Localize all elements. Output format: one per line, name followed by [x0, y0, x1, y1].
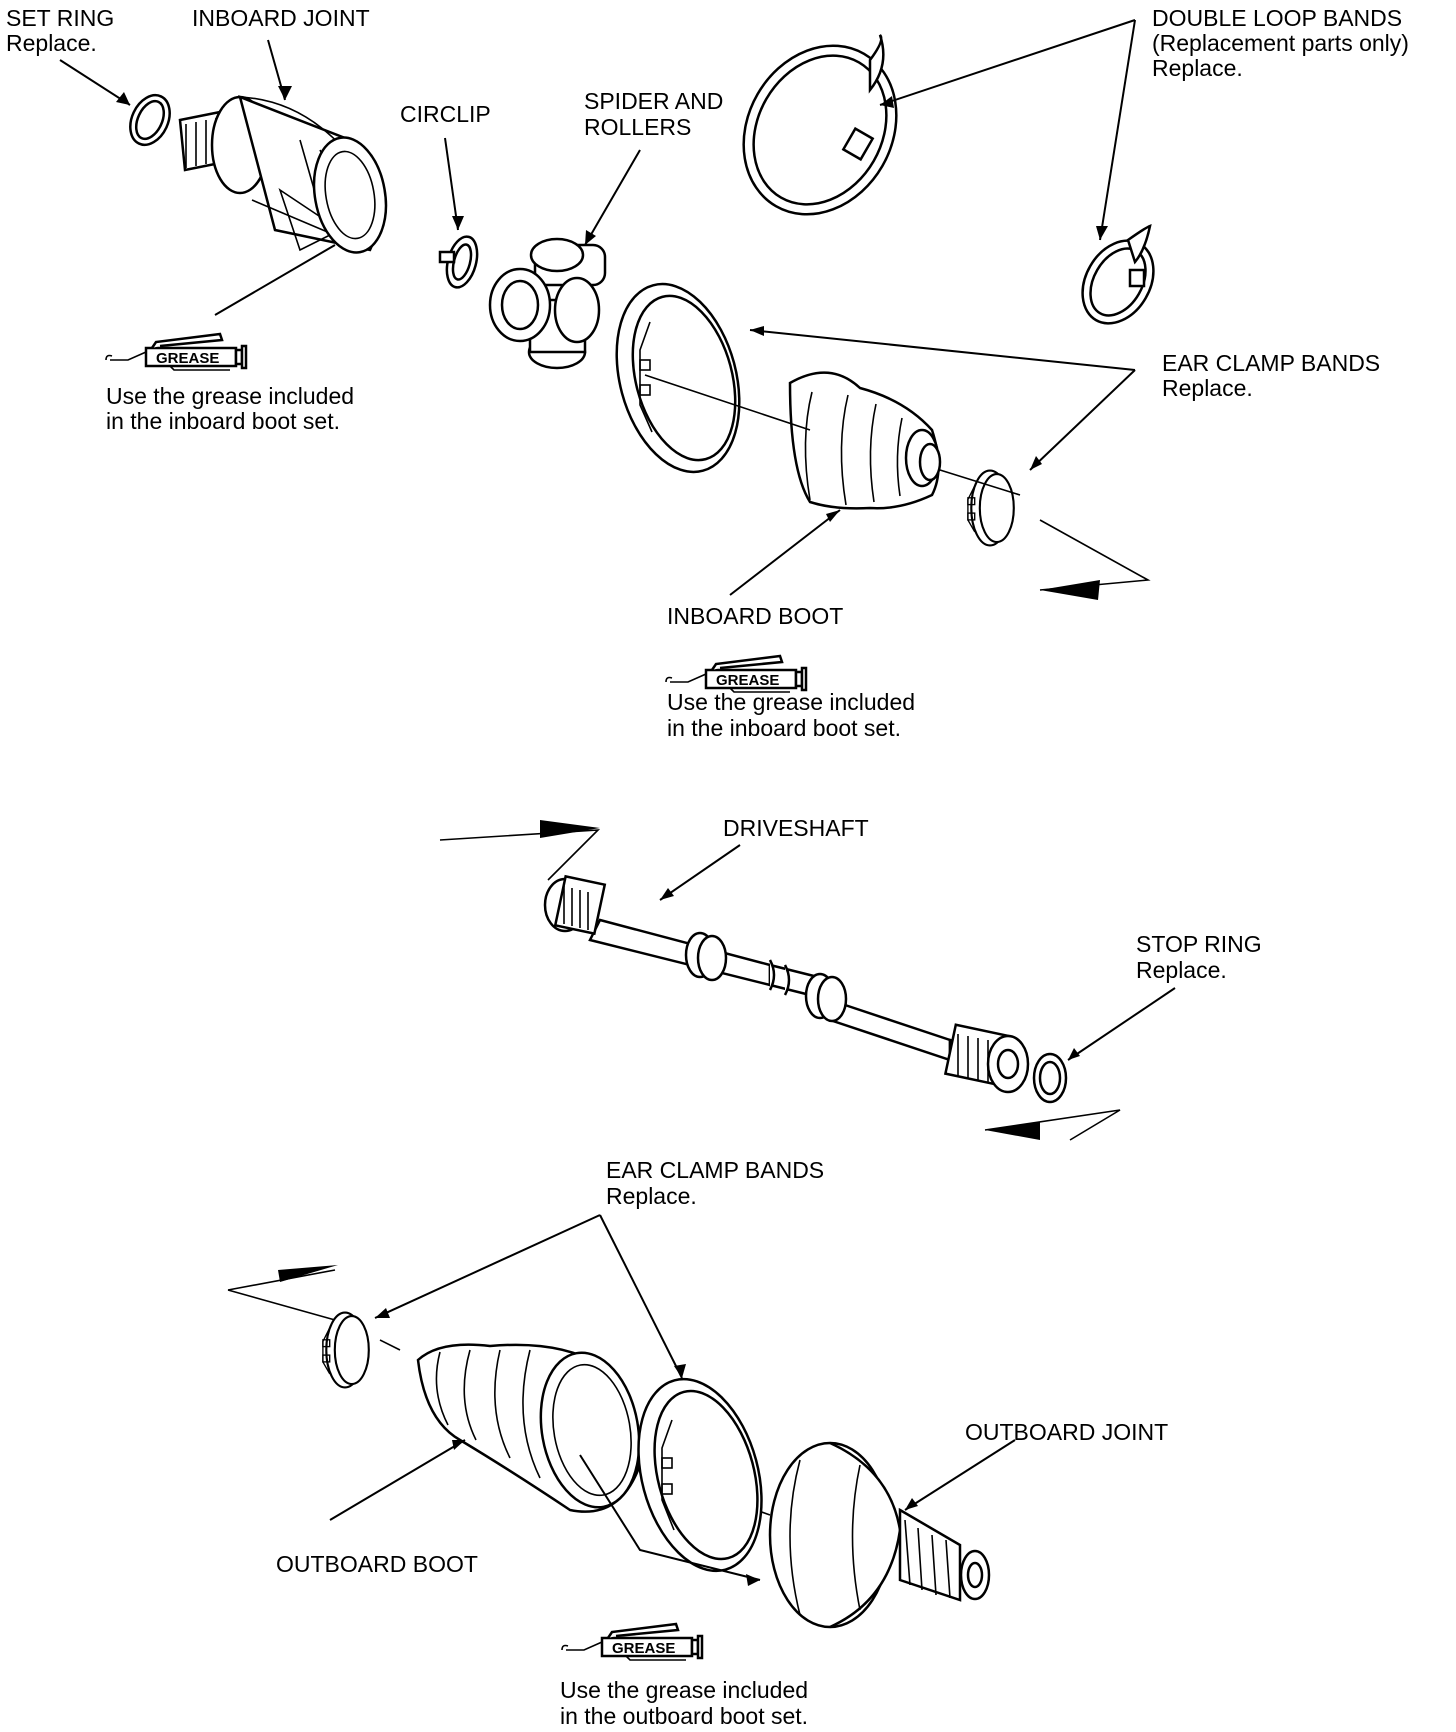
- arrow-icon-outboard: [278, 1265, 338, 1282]
- label-driveshaft: DRIVESHAFT: [723, 815, 869, 841]
- svg-text:in the outboard boot set.: in the outboard boot set.: [560, 1703, 808, 1729]
- circlip-part: [438, 235, 479, 289]
- svg-text:Use the grease included: Use the grease included: [667, 689, 915, 715]
- svg-text:INBOARD BOOT: INBOARD BOOT: [667, 603, 843, 629]
- svg-text:DRIVESHAFT: DRIVESHAFT: [723, 815, 869, 841]
- svg-text:Replace.: Replace.: [606, 1183, 697, 1209]
- svg-text:EAR CLAMP BANDS: EAR CLAMP BANDS: [1162, 350, 1380, 376]
- inboard-boot-part: [788, 371, 942, 510]
- svg-text:Use the grease included: Use the grease included: [560, 1677, 808, 1703]
- label-inboard-boot: INBOARD BOOT: [667, 603, 843, 629]
- svg-text:STOP RING: STOP RING: [1136, 931, 1262, 957]
- svg-text:DOUBLE LOOP BANDS: DOUBLE LOOP BANDS: [1152, 5, 1402, 31]
- set-ring-part: [129, 93, 171, 147]
- arrow-icon-driveshaft-right: [985, 1122, 1040, 1140]
- svg-text:in the inboard boot set.: in the inboard boot set.: [106, 408, 340, 434]
- svg-text:SET RING: SET RING: [6, 5, 114, 31]
- svg-text:Replace.: Replace.: [1136, 957, 1227, 983]
- svg-text:in the inboard boot set.: in the inboard boot set.: [667, 715, 901, 741]
- svg-text:Replace.: Replace.: [6, 30, 97, 56]
- label-stop-ring: STOP RING Replace.: [1136, 931, 1262, 983]
- spider-and-rollers-part: [488, 237, 607, 370]
- svg-text:Replace.: Replace.: [1152, 55, 1243, 81]
- svg-text:ROLLERS: ROLLERS: [584, 114, 691, 140]
- outboard-joint-part: [768, 1441, 991, 1629]
- grease-icon-text: GREASE: [716, 672, 779, 689]
- driveshaft-part: [543, 874, 1030, 1094]
- grease-icon-text: GREASE: [156, 350, 219, 367]
- ear-clamp-band-small-top-part: [966, 469, 1015, 547]
- label-spider-and-rollers: SPIDER AND ROLLERS: [584, 88, 723, 140]
- svg-text:SPIDER AND: SPIDER AND: [584, 88, 723, 114]
- grease-icon-text: GREASE: [612, 1640, 675, 1657]
- svg-text:(Replacement parts only): (Replacement parts only): [1152, 30, 1409, 56]
- svg-text:CIRCLIP: CIRCLIP: [400, 101, 491, 127]
- grease-gun-icon-outboard: GREASE: [560, 1622, 704, 1662]
- label-outboard-boot: OUTBOARD BOOT: [276, 1551, 478, 1577]
- inboard-joint-part: [178, 94, 388, 254]
- label-double-loop-bands: DOUBLE LOOP BANDS (Replacement parts onl…: [1152, 5, 1409, 81]
- double-loop-band-large-part: [742, 34, 898, 216]
- svg-text:OUTBOARD BOOT: OUTBOARD BOOT: [276, 1551, 478, 1577]
- ear-clamp-band-large-bottom-part: [637, 1377, 763, 1573]
- arrow-icon-driveshaft-left: [540, 820, 600, 838]
- label-set-ring: SET RING Replace.: [6, 5, 114, 56]
- svg-text:EAR CLAMP BANDS: EAR CLAMP BANDS: [606, 1157, 824, 1183]
- label-ear-clamp-bands-bottom: EAR CLAMP BANDS Replace.: [606, 1157, 824, 1209]
- label-ear-clamp-bands-top: EAR CLAMP BANDS Replace.: [1162, 350, 1380, 401]
- ear-clamp-band-small-bottom-part: [321, 1311, 370, 1389]
- grease-note-joint: Use the grease included in the inboard b…: [106, 383, 354, 434]
- ear-clamp-band-large-part: [615, 282, 741, 474]
- grease-note-inboard-boot: Use the grease included in the inboard b…: [667, 689, 915, 741]
- grease-gun-icon-joint: GREASE: [104, 332, 248, 372]
- double-loop-band-small-part: [1081, 223, 1155, 325]
- label-circlip: CIRCLIP: [400, 101, 491, 127]
- svg-text:Use the grease included: Use the grease included: [106, 383, 354, 409]
- grease-gun-icon-inboard-boot: GREASE: [664, 654, 808, 694]
- grease-note-outboard: Use the grease included in the outboard …: [560, 1677, 808, 1729]
- leader-lines: [59, 19, 1176, 1586]
- svg-text:Replace.: Replace.: [1162, 375, 1253, 401]
- arrow-icon-inboard: [1040, 580, 1100, 600]
- stop-ring-part: [1032, 1052, 1068, 1104]
- label-inboard-joint: INBOARD JOINT: [192, 5, 370, 31]
- svg-text:OUTBOARD JOINT: OUTBOARD JOINT: [965, 1419, 1168, 1445]
- label-outboard-joint: OUTBOARD JOINT: [965, 1419, 1168, 1445]
- outboard-boot-part: [416, 1343, 641, 1513]
- svg-text:INBOARD JOINT: INBOARD JOINT: [192, 5, 370, 31]
